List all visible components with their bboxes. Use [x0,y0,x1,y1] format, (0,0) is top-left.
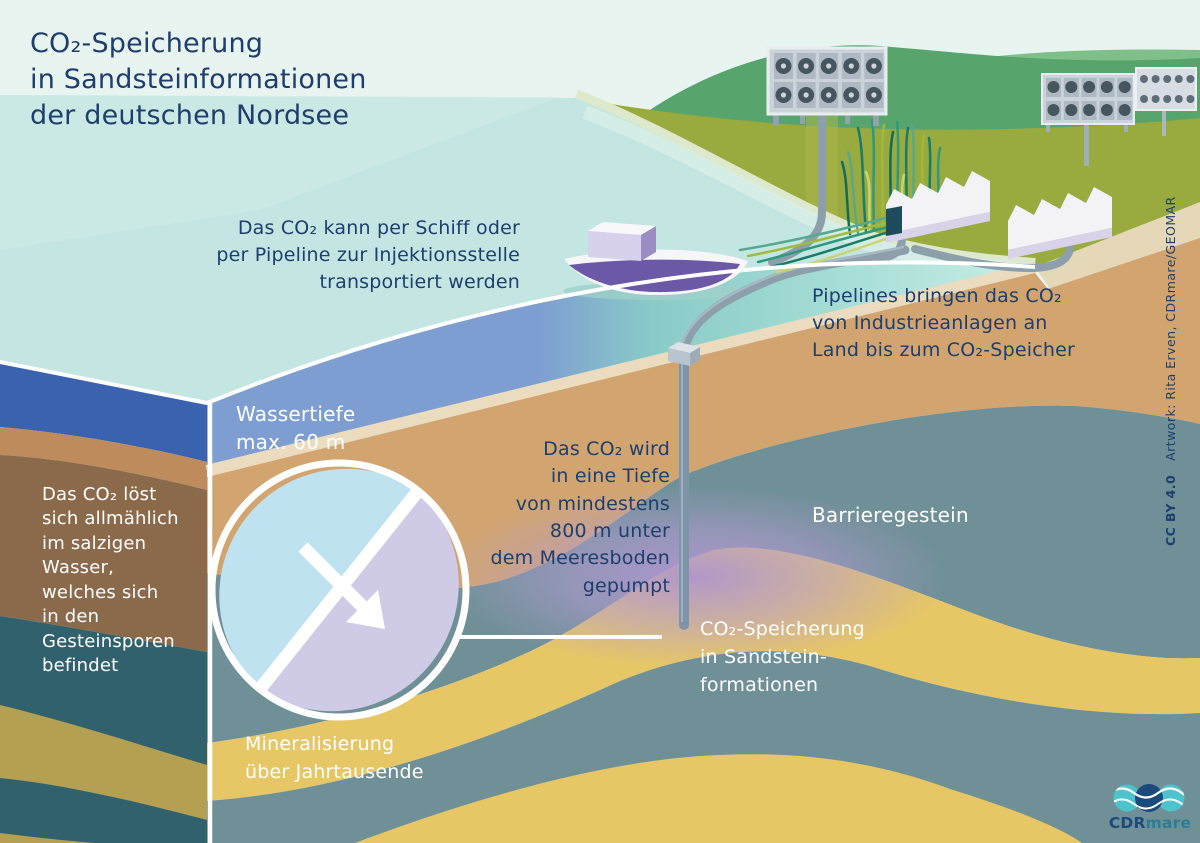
co2-plume [440,485,950,669]
factory-buildings [886,171,1112,259]
dac-unit-2 [1041,73,1135,166]
seafloor-sand-line [205,262,1037,477]
storage-sandstone-layer [207,547,1200,801]
mineralisation-label: Mineralisierung über Jahrtausende [245,733,424,783]
dac-unit-1 [766,46,888,126]
sea-surface [0,95,1035,403]
sandstone-layer [207,238,1200,591]
inset-ring [208,459,470,721]
injection-well [668,342,700,630]
pipelines-note: Pipelines bringen das CO₂ von Industriea… [812,285,1075,362]
injection-depth-note: Das CO₂ wird in eine Tiefe von mindesten… [490,438,670,597]
beach-sand [1035,202,1200,289]
title-line: in Sandsteinformationen [30,63,367,95]
wellhead [668,342,700,353]
block-edge-lines [0,260,1036,843]
pore-inset [208,459,470,721]
dac-unit-3 [1135,67,1197,136]
mineralized-half [219,468,418,689]
grass-streaks [738,216,899,274]
storage-label: CO₂-Speicherung in Sandstein- formatione… [700,618,865,696]
fan-grid [774,53,884,108]
cdrmare-logo-text: CDRmare [1108,814,1192,832]
page-title: CO₂-Speicherung in Sandsteinformationen … [30,26,490,134]
cdrmare-logo-icon [1113,784,1185,812]
water-depth-label: Wassertiefe max. 60 m [236,402,356,454]
license-text: CC BY 4.0 [1163,474,1178,546]
title-line: der deutschen Nordsee [30,99,350,131]
credit-line: CC BY 4.0 Artwork: Rita Erven, CDRmare/GE… [1163,196,1178,546]
side-cut-face [0,364,207,843]
deep-sandstone-layer [355,754,1082,843]
transport-note: Das CO₂ kann per Schiff oder per Pipelin… [216,217,520,294]
artwork-credit: Artwork: Rita Erven, CDRmare/GEOMAR [1163,196,1178,461]
ship [563,222,748,300]
dissolution-note: Das CO₂ löst sich allmählich im salzigen… [42,484,179,677]
title-line: CO₂-Speicherung [30,28,264,59]
mineralization-arrow [298,542,385,629]
barrier-rock-layer [207,405,1200,743]
barrier-label: Barrieregestein [812,503,969,527]
